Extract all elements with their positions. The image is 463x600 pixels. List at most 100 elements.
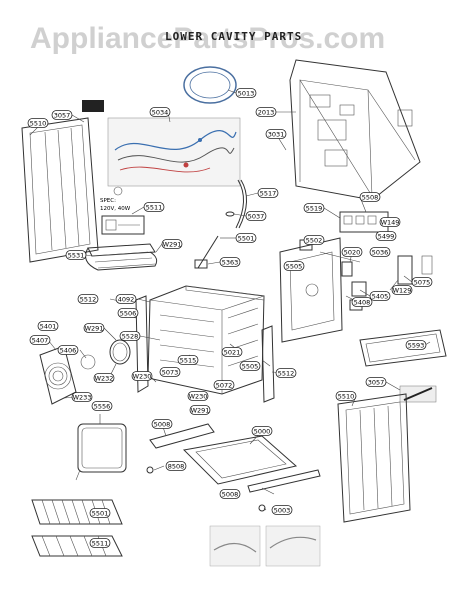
callout-5531: 5531 <box>65 250 87 260</box>
callout-w291: W291 <box>161 239 183 249</box>
door-handle-thumb <box>82 100 104 112</box>
callout-text: 5037 <box>248 213 265 221</box>
callout-3057: 3057 <box>365 377 387 387</box>
callout-text: 5075 <box>414 279 431 287</box>
diagram-title: LOWER CAVITY PARTS <box>165 30 302 43</box>
callout-text: 5505 <box>286 263 303 271</box>
callout-text: 5506 <box>120 310 137 318</box>
callout-5505: 5505 <box>239 361 261 371</box>
callout-5363: 5363 <box>219 257 241 267</box>
callout-5008: 5008 <box>219 489 241 499</box>
door-frame-right <box>337 393 411 523</box>
callout-text: W230 <box>189 393 208 401</box>
side-panel-right <box>261 325 275 403</box>
screw-5003 <box>258 504 266 512</box>
callout-5037: 5037 <box>245 211 267 221</box>
callout-5517: 5517 <box>257 188 279 198</box>
part-5036 <box>341 261 353 277</box>
callout-text: 5034 <box>152 109 169 117</box>
callout-w291: W291 <box>83 323 105 333</box>
callout-5008: 5008 <box>151 419 173 429</box>
callout-text: 5408 <box>354 299 371 307</box>
oven-rack-top <box>31 499 123 525</box>
callout-text: 5072 <box>216 382 233 390</box>
callout-text: 3057 <box>54 112 71 120</box>
callout-text: 5020 <box>344 249 361 257</box>
callout-w291: W291 <box>189 405 211 415</box>
callout-text: 5512 <box>80 296 97 304</box>
callout-5073: 5073 <box>159 367 181 377</box>
callout-5406: 5406 <box>57 345 79 355</box>
wire-harness <box>107 117 241 187</box>
wire-loop <box>183 66 237 104</box>
callout-text: 5510 <box>30 120 47 128</box>
callout-5556: 5556 <box>91 401 113 411</box>
callout-text: 5008 <box>154 421 171 429</box>
callout-5407: 5407 <box>29 335 51 345</box>
callout-w230: W230 <box>131 371 153 381</box>
callout-text: 5003 <box>274 507 291 515</box>
back-cabinet <box>289 59 421 201</box>
callout-text: W233 <box>73 394 92 402</box>
bracket-5363 <box>194 259 208 269</box>
callout-5020: 5020 <box>341 247 363 257</box>
screw-8508 <box>146 466 154 474</box>
callout-text: W230 <box>133 373 152 381</box>
callout-5505: 5505 <box>283 261 305 271</box>
callout-text: 5593 <box>408 342 425 350</box>
callout-5512: 5512 <box>275 368 297 378</box>
callout-5072: 5072 <box>213 380 235 390</box>
bottom-plates <box>146 423 321 512</box>
callout-text: 5508 <box>362 194 379 202</box>
callout-text: 5502 <box>306 237 323 245</box>
part-5075 <box>397 255 413 285</box>
callout-5408: 5408 <box>351 297 373 307</box>
callout-w129: W129 <box>391 285 413 295</box>
callout-text: 5528 <box>122 333 139 341</box>
callout-5401: 5401 <box>37 321 59 331</box>
watermark-text: AppliancePartsPros.com <box>30 22 385 55</box>
callout-text: 5511 <box>92 540 109 548</box>
callout-text: W149 <box>381 219 400 227</box>
callout-text: 5407 <box>32 337 49 345</box>
callout-5510: 5510 <box>27 118 49 128</box>
callout-text: 5499 <box>378 233 395 241</box>
callout-5528: 5528 <box>119 331 141 341</box>
callout-w230: W230 <box>187 391 209 401</box>
callout-text: 5073 <box>162 369 179 377</box>
callout-text: 5501 <box>238 235 255 243</box>
bake-element <box>85 243 158 271</box>
callout-text: 5401 <box>40 323 57 331</box>
callout-5515: 5515 <box>177 355 199 365</box>
callout-labels: 305755105034501320133031551750375511W291… <box>27 88 433 548</box>
callout-text: 5405 <box>372 293 389 301</box>
callout-text: 5505 <box>242 363 259 371</box>
callout-text: 5519 <box>306 205 323 213</box>
callout-5075: 5075 <box>411 277 433 287</box>
callout-text: 5021 <box>224 349 241 357</box>
callout-2013: 2013 <box>255 107 277 117</box>
rod-5501 <box>197 235 219 269</box>
door-gasket <box>75 423 127 481</box>
callout-5502: 5502 <box>303 235 325 245</box>
callout-5501: 5501 <box>235 233 257 243</box>
fan-motor <box>80 354 96 370</box>
callout-text: 5013 <box>238 90 255 98</box>
callout-w232: W232 <box>93 373 115 383</box>
callout-text: W291 <box>85 325 104 333</box>
callout-text: 2013 <box>258 109 275 117</box>
callout-text: 5510 <box>338 393 355 401</box>
clip-5037 <box>225 211 235 217</box>
callout-5511: 5511 <box>89 538 111 548</box>
callout-5021: 5021 <box>221 347 243 357</box>
part-5405 <box>351 281 367 297</box>
callout-5000: 5000 <box>251 426 273 436</box>
callout-4092: 4092 <box>115 294 137 304</box>
callout-5511: 5511 <box>143 202 165 212</box>
callout-text: 8508 <box>168 463 185 471</box>
igniter <box>101 186 145 235</box>
fan-ring <box>109 339 131 365</box>
side-panel-5512 <box>135 295 149 393</box>
convection-fan <box>39 339 131 405</box>
